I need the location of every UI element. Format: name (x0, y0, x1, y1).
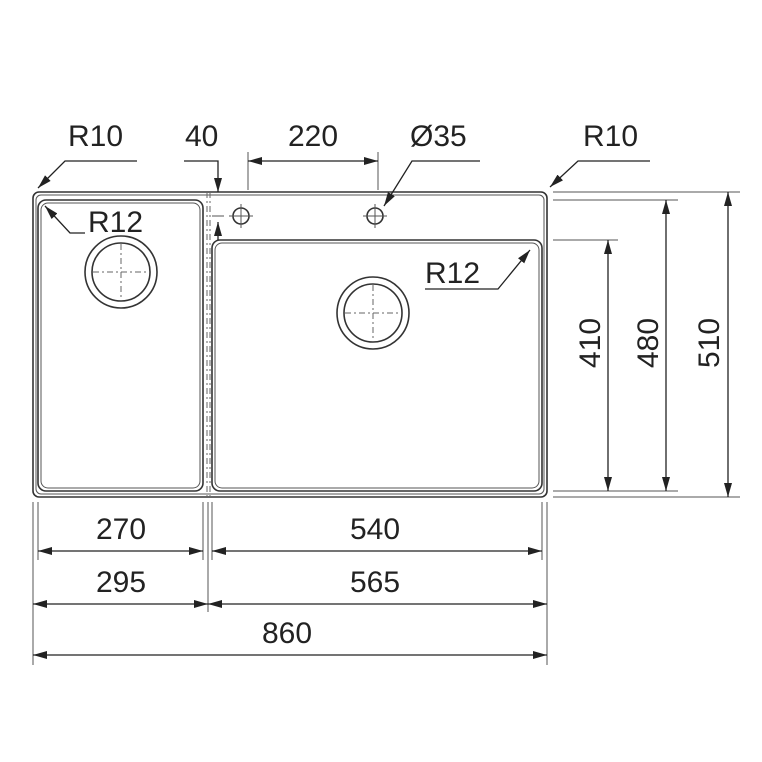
r12-left-label: R12 (88, 206, 143, 239)
dim-480-label: 480 (632, 318, 665, 368)
r12-right-label: R12 (425, 257, 480, 290)
left-bowl (37, 199, 204, 492)
dim-40-leader (184, 160, 222, 192)
dia-35-leader (383, 160, 480, 207)
right-bowl-inner (214, 242, 540, 489)
r12-left-leader (44, 205, 85, 234)
sink-outer-edge-inner (35, 194, 545, 495)
dim-510-label: 510 (693, 318, 726, 368)
left-drain (84, 235, 158, 309)
right-drain (336, 276, 410, 350)
r12-right-leader (425, 249, 531, 290)
r10-right-label: R10 (583, 120, 638, 153)
sink-outer-edge (32, 191, 548, 498)
dim-410-label: 410 (574, 318, 607, 368)
right-bowl (211, 239, 543, 492)
dia-35-label: Ø35 (410, 120, 467, 153)
dim-565-label: 565 (350, 566, 400, 599)
dim-220-label: 220 (288, 120, 338, 153)
r10-left-label: R10 (68, 120, 123, 153)
dim-40-label: 40 (185, 120, 218, 153)
tap-hole-right (363, 204, 387, 228)
dim-540-label: 540 (350, 513, 400, 546)
dim-295-label: 295 (96, 566, 146, 599)
r10-right-leader (549, 160, 650, 188)
left-bowl-inner (40, 202, 201, 489)
dim-860-label: 860 (262, 617, 312, 650)
dim-270-label: 270 (96, 513, 146, 546)
r10-left-leader (37, 160, 137, 189)
tap-hole-left (229, 204, 253, 228)
